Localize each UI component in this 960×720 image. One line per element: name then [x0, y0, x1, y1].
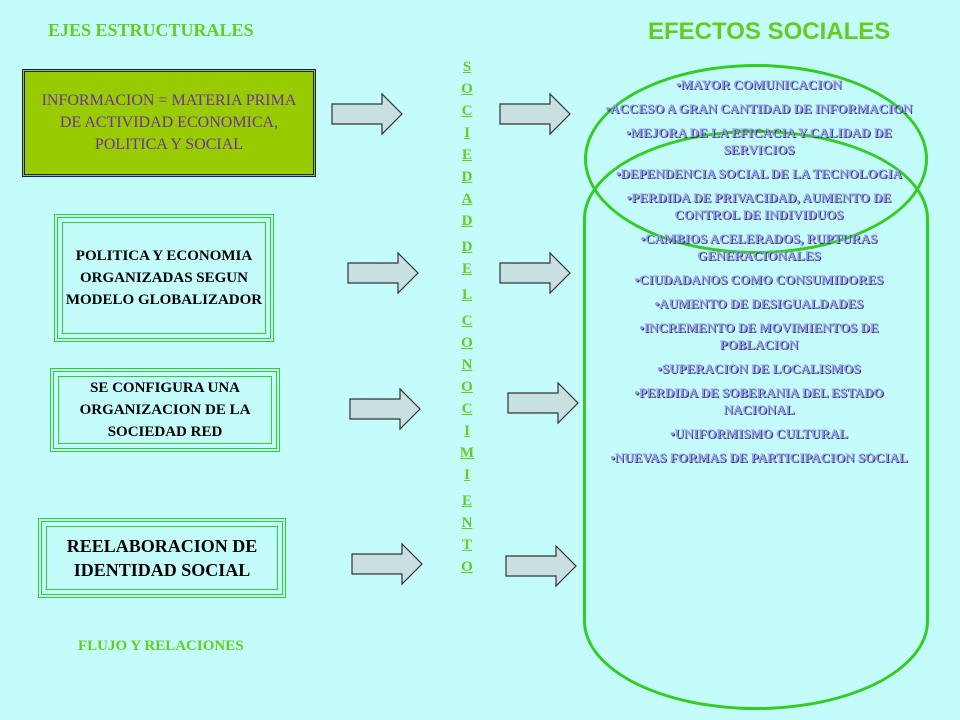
box-identidad-social-text: REELABORACION DE IDENTIDAD SOCIAL	[66, 536, 258, 580]
effect-item: •NUEVAS FORMAS DE PARTICIPACION SOCIAL	[610, 450, 908, 465]
box-politica-economia-text: POLITICA Y ECONOMIA ORGANIZADAS SEGUN MO…	[65, 248, 263, 308]
arrow-row3-left	[349, 388, 421, 430]
effect-item: •MAYOR COMUNICACION	[676, 77, 842, 92]
box-informacion-text: INFORMACION = MATERIA PRIMA DE ACTIVIDAD…	[41, 92, 297, 153]
vertical-letter: N	[461, 515, 473, 531]
vertical-letter: N	[461, 357, 473, 373]
vertical-letter: O	[461, 81, 473, 97]
footer-flujo-relaciones: FLUJO Y RELACIONES	[78, 638, 244, 654]
box-politica-economia: POLITICA Y ECONOMIA ORGANIZADAS SEGUN MO…	[54, 214, 274, 342]
vertical-letter: E	[461, 493, 472, 509]
effects-list: •MAYOR COMUNICACION •ACCESO A GRAN CANTID…	[600, 76, 918, 473]
arrow-row1-right	[499, 93, 571, 135]
vertical-letter: E	[461, 261, 472, 277]
effect-item: •MEJORA DE LA EFICACIA Y CALIDAD DE SERV…	[626, 125, 892, 157]
vertical-letter: A	[461, 191, 473, 207]
arrow-row2-right	[499, 252, 571, 294]
vertical-letter: D	[461, 169, 473, 185]
box-informacion: INFORMACION = MATERIA PRIMA DE ACTIVIDAD…	[22, 69, 316, 177]
effect-item: •CAMBIOS ACELERADOS, RUPTURAS GENERACION…	[640, 231, 878, 263]
effect-item: •CIUDADANOS COMO CONSUMIDORES	[634, 272, 884, 287]
effects-top-ellipse	[584, 64, 928, 254]
arrow-row3-right	[507, 382, 579, 424]
box-sociedad-red-text: SE CONFIGURA UNA ORGANIZACION DE LA SOCI…	[79, 380, 251, 440]
vertical-letter: D	[461, 239, 473, 255]
effect-item: •INCREMENTO DE MOVIMIENTOS DE POBLACION	[639, 320, 879, 352]
vertical-letter: M	[459, 445, 475, 461]
effect-item: •PERDIDA DE PRIVACIDAD, AUMENTO DE CONTR…	[626, 190, 892, 222]
vertical-letter: T	[461, 537, 472, 553]
header-efectos-sociales: EFECTOS SOCIALES	[648, 18, 891, 45]
vertical-letter: L	[461, 287, 472, 303]
vertical-letter: S	[462, 59, 472, 75]
vertical-letter: O	[461, 335, 473, 351]
vertical-letter: O	[461, 559, 473, 575]
arrow-row4-left	[351, 543, 423, 585]
effect-item: •AUMENTO DE DESIGUALDADES	[654, 296, 864, 311]
header-ejes-estructurales: EJES ESTRUCTURALES	[48, 20, 254, 40]
box-sociedad-red: SE CONFIGURA UNA ORGANIZACION DE LA SOCI…	[50, 368, 280, 452]
vertical-letter: C	[461, 313, 473, 329]
vertical-letter: I	[464, 467, 470, 483]
vertical-letter: D	[461, 213, 473, 229]
box-identidad-social: REELABORACION DE IDENTIDAD SOCIAL	[38, 518, 286, 598]
effect-item: •PERDIDA DE SOBERANIA DEL ESTADO NACIONA…	[634, 385, 884, 417]
vertical-letter: O	[461, 379, 473, 395]
effect-item: •ACCESO A GRAN CANTIDAD DE INFORMACION	[605, 101, 913, 116]
effect-item: •UNIFORMISMO CULTURAL	[670, 426, 848, 441]
effect-item: •SUPERACION DE LOCALISMOS	[657, 361, 861, 376]
arrow-row2-left	[347, 252, 419, 294]
vertical-letter: I	[464, 423, 470, 439]
arrow-row1-left	[331, 93, 403, 135]
vertical-letter: I	[464, 125, 470, 141]
vertical-letter: E	[461, 147, 472, 163]
vertical-letter: C	[461, 103, 473, 119]
arrow-row4-right	[505, 545, 577, 587]
vertical-letter: C	[461, 401, 473, 417]
effect-item: •DEPENDENCIA SOCIAL DE LA TECNOLOGIA	[615, 166, 903, 181]
